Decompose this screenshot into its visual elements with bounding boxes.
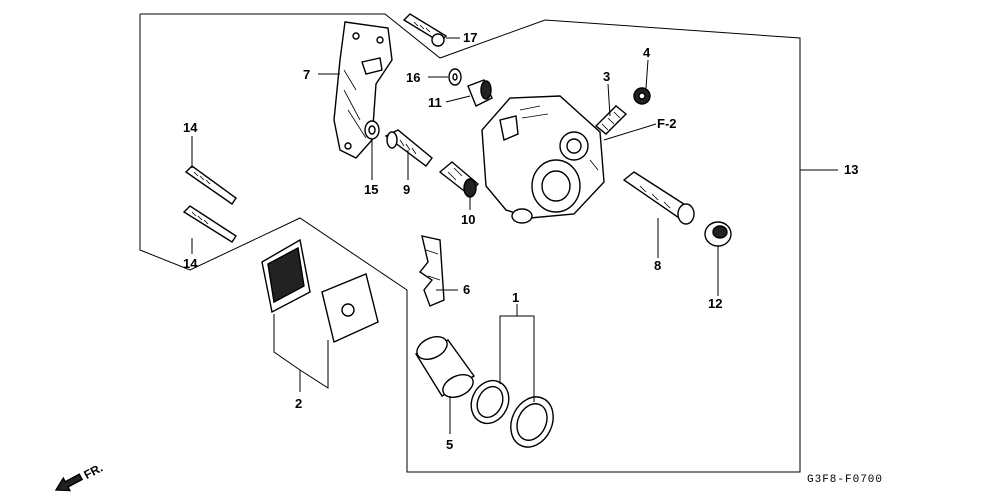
bleeder-part-3 [594,105,628,135]
label-5: 5 [446,437,453,452]
label-ref-f2: F-2 [657,116,677,131]
label-12: 12 [708,296,722,311]
brake-pads-part-2 [261,238,379,343]
bracket-part [333,21,393,159]
label-4: 4 [643,45,651,60]
part-labels: 17 7 16 11 4 3 F-2 13 14 15 9 10 14 8 6 … [183,30,858,452]
cap-part-12 [704,221,732,247]
label-16: 16 [406,70,420,85]
piston-part-5 [414,335,476,399]
label-2: 2 [295,396,302,411]
label-13: 13 [844,162,858,177]
pad-pin-lower [182,205,237,243]
label-9: 9 [403,182,410,197]
label-8: 8 [654,258,661,273]
label-6: 6 [463,282,470,297]
label-11: 11 [428,95,442,110]
caliper-body [481,95,605,224]
label-17: 17 [463,30,477,45]
seal-kit-part-1 [470,379,554,448]
label-10: 10 [461,212,475,227]
label-15: 15 [364,182,378,197]
label-3: 3 [603,69,610,84]
pin-bolt-part-9 [384,129,433,167]
cap-part-4 [633,87,651,105]
drawing-code: G3F8-F0700 [807,474,883,486]
label-14-upper: 14 [183,120,198,135]
boot-part-11 [467,79,493,107]
front-direction-label: FR. [81,461,105,482]
bolt-part-17 [402,13,448,47]
spring-part-6 [418,235,445,307]
label-14-lower: 14 [183,256,198,271]
label-7: 7 [303,67,310,82]
pad-pin-upper [184,165,237,205]
label-1: 1 [512,290,519,305]
leader-lines [191,37,838,434]
assembly-outline [139,13,801,473]
boot-part-10 [438,161,480,198]
slide-pin-part-8 [622,171,695,225]
front-direction-arrow: FR. [54,461,105,492]
